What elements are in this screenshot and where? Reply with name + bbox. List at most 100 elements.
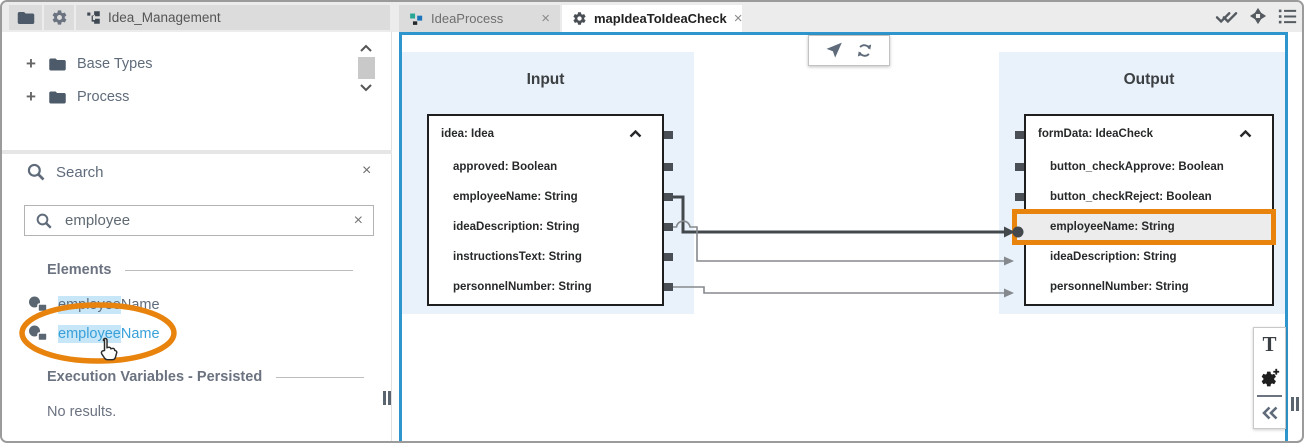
field-row-personnelnumber[interactable]: personnelNumber: String — [1050, 281, 1189, 293]
field-row-personnelnumber[interactable]: personnelNumber: String — [429, 272, 673, 302]
input-variable-box[interactable]: idea: Idea approved: Boolean employeeNam… — [427, 114, 673, 306]
search-panel-header: Search — [26, 162, 104, 182]
mapping-line-personnelnumber — [673, 286, 1014, 298]
right-splitter-handle[interactable] — [1291, 397, 1299, 411]
list-view-icon[interactable] — [1277, 7, 1298, 26]
output-box-header[interactable]: formData: IdeaCheck — [1015, 116, 1272, 152]
field-row-ideadescription[interactable]: ideaDescription: String — [1050, 251, 1177, 263]
elements-section-header: Elements — [47, 262, 354, 278]
canvas-side-toolbar: T — [1253, 327, 1286, 429]
input-panel-title: Input — [526, 71, 565, 88]
top-toolbar: Idea_Management IdeaProcess × mapIdeaToI… — [2, 2, 1302, 32]
collapse-chevron-icon[interactable] — [629, 130, 642, 138]
tree-item-label: Base Types — [77, 56, 153, 72]
field-row-ideadescription[interactable]: ideaDescription: String — [429, 212, 673, 242]
tab-mapideatoideacheck[interactable]: mapIdeaToIdeaCheck × — [562, 5, 742, 32]
gear-icon — [51, 9, 68, 26]
folder-icon — [17, 10, 35, 26]
connection-port[interactable] — [1015, 131, 1024, 139]
variable-icon — [28, 296, 49, 313]
project-selector[interactable]: Idea_Management — [76, 5, 390, 30]
open-folder-button[interactable] — [9, 5, 42, 30]
field-row-employeename[interactable]: employeeName: String — [1050, 221, 1175, 233]
result-label: employeeName — [58, 295, 160, 314]
input-box-header[interactable]: idea: Idea — [429, 116, 673, 152]
mapping-line-ideadescription — [673, 220, 1014, 266]
search-icon — [35, 212, 53, 230]
tree-item-label: Process — [77, 89, 130, 105]
input-box-title: idea: Idea — [441, 128, 495, 140]
mapping-canvas[interactable]: Input Output idea: Idea approved: Boolea… — [399, 32, 1288, 441]
connection-port[interactable] — [664, 223, 673, 231]
auto-layout-icon[interactable] — [823, 40, 844, 61]
close-search-icon[interactable]: × — [362, 162, 372, 179]
tree-item-base-types[interactable]: + Base Types — [24, 54, 153, 74]
clear-search-icon[interactable]: × — [353, 211, 363, 229]
gear-plus-icon — [1260, 368, 1280, 388]
field-row-instructionstext[interactable]: instructionsText: String — [429, 242, 673, 272]
field-row-button-checkapprove[interactable]: button_checkApprove: Boolean — [1015, 152, 1272, 182]
process-diagram-icon — [409, 10, 424, 27]
text-tool-button[interactable]: T — [1262, 332, 1277, 356]
field-row-employeename[interactable]: employeeName: String — [429, 182, 673, 212]
refresh-icon[interactable] — [854, 40, 875, 61]
settings-button[interactable] — [44, 5, 74, 30]
toolbar-divider — [1257, 395, 1282, 397]
center-fit-icon[interactable] — [1248, 6, 1268, 26]
connection-port[interactable] — [664, 131, 673, 139]
search-title: Search — [56, 163, 104, 181]
project-name: Idea_Management — [108, 10, 221, 25]
field-row-button-checkreject[interactable]: button_checkReject: Boolean — [1015, 182, 1272, 212]
scroll-down-icon[interactable] — [359, 83, 373, 92]
mapping-line-employeename-selected — [673, 195, 1024, 238]
validate-all-icon[interactable] — [1215, 6, 1239, 26]
search-result-employeename-2[interactable]: employeeName — [28, 324, 160, 343]
panel-separator — [2, 150, 392, 154]
result-label: employeeName — [58, 324, 160, 343]
section-divider — [276, 376, 365, 378]
close-tab-icon[interactable]: × — [733, 10, 743, 27]
no-results-text: No results. — [47, 404, 117, 420]
collapse-chevron-icon[interactable] — [1239, 130, 1252, 138]
scrollbar-thumb[interactable] — [357, 57, 375, 79]
expand-icon[interactable]: + — [26, 87, 36, 106]
output-box-title: formData: IdeaCheck — [1038, 128, 1154, 140]
sidebar: + Base Types + Process — [2, 32, 392, 441]
search-result-employeename-1[interactable]: employeeName — [28, 295, 160, 314]
exec-variables-section-header: Execution Variables - Persisted — [47, 369, 365, 385]
tree-item-process[interactable]: + Process — [24, 87, 129, 107]
canvas-toolbar — [808, 35, 890, 66]
folder-icon — [48, 90, 67, 105]
add-function-button[interactable] — [1260, 361, 1280, 394]
double-chevron-left-icon — [1261, 406, 1279, 420]
connection-port[interactable] — [664, 253, 673, 261]
search-input[interactable]: employee × — [24, 205, 374, 236]
output-panel-title: Output — [1123, 71, 1175, 88]
folder-icon — [48, 57, 67, 72]
tab-label: mapIdeaToIdeaCheck — [594, 11, 727, 26]
scroll-up-icon[interactable] — [359, 44, 373, 53]
section-title: Execution Variables - Persisted — [47, 369, 263, 385]
close-tab-icon[interactable]: × — [541, 10, 550, 27]
connection-port[interactable] — [664, 283, 673, 291]
section-title: Elements — [47, 262, 112, 278]
search-query-text: employee — [65, 212, 131, 229]
left-splitter-handle[interactable] — [383, 391, 391, 405]
field-row-approved[interactable]: approved: Boolean — [429, 152, 673, 182]
connection-port[interactable] — [1015, 163, 1024, 171]
tab-ideaprocess[interactable]: IdeaProcess × — [399, 5, 560, 32]
project-hierarchy-icon — [86, 10, 101, 25]
output-variable-box[interactable]: formData: IdeaCheck button_checkApprove:… — [1012, 114, 1276, 306]
mapping-gear-icon — [572, 11, 587, 26]
annotation-overlay — [19, 302, 177, 364]
section-divider — [125, 269, 354, 271]
tree-scrollbar[interactable] — [354, 44, 378, 124]
connection-port[interactable] — [664, 163, 673, 171]
connection-port[interactable] — [664, 193, 673, 201]
collapse-palette-button[interactable] — [1261, 400, 1279, 426]
expand-icon[interactable]: + — [26, 54, 36, 73]
tab-label: IdeaProcess — [431, 11, 504, 26]
variable-icon — [28, 325, 49, 342]
connection-port[interactable] — [1015, 193, 1024, 201]
